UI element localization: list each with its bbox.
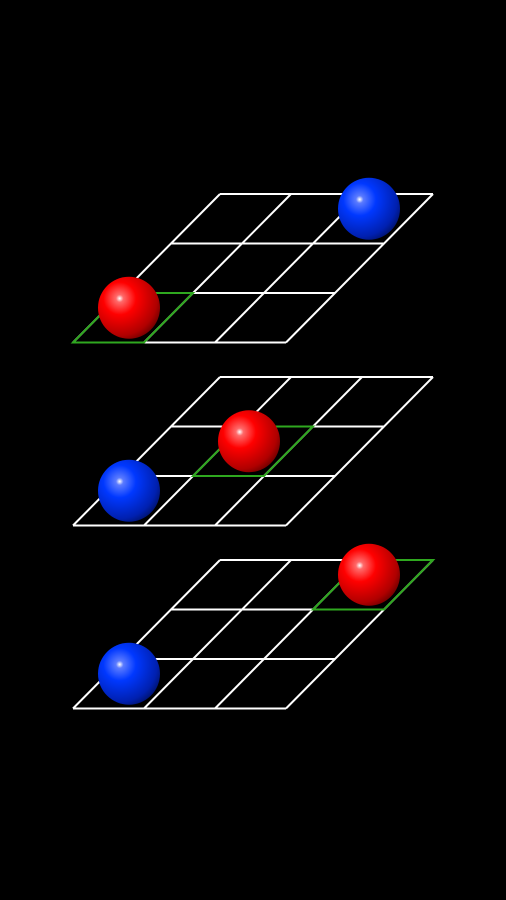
grid-line — [214, 193, 363, 344]
board-middle — [72, 376, 434, 527]
blue-ball[interactable] — [338, 177, 400, 240]
highlighted-cell — [310, 559, 436, 611]
blue-ball[interactable] — [98, 642, 160, 705]
boards-layer — [70, 177, 436, 710]
highlighted-cell — [70, 292, 196, 344]
board-bottom — [72, 543, 436, 710]
blue-ball[interactable] — [98, 459, 160, 522]
grid-line — [285, 376, 434, 527]
highlighted-cell — [190, 425, 316, 477]
grid-line — [143, 559, 292, 710]
red-ball[interactable] — [98, 276, 160, 339]
grid-line — [72, 376, 221, 527]
red-ball[interactable] — [218, 410, 280, 473]
grid-line — [72, 559, 221, 710]
grid-line — [285, 193, 434, 344]
red-ball[interactable] — [338, 543, 400, 606]
board-top — [70, 177, 434, 344]
